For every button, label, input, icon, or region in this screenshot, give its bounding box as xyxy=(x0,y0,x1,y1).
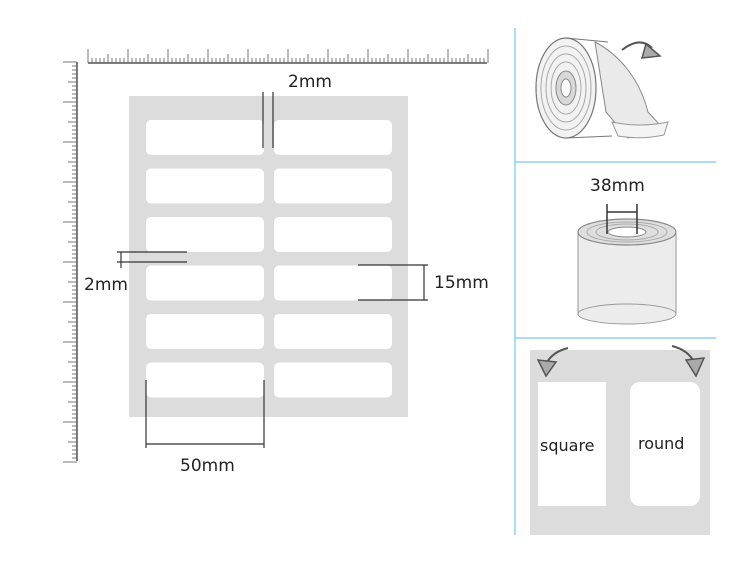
label-cell xyxy=(146,217,264,252)
label-cell xyxy=(274,362,392,398)
ruler-horizontal xyxy=(87,49,489,64)
gap-left-label: 2mm xyxy=(84,275,128,295)
label-height-label: 15mm xyxy=(434,273,489,293)
label-cell xyxy=(274,265,392,301)
label-cell xyxy=(274,120,392,155)
roll-width-label: 38mm xyxy=(590,176,645,196)
dim-gap-left xyxy=(117,251,187,268)
dim-label-height xyxy=(358,264,428,301)
label-roll-icon xyxy=(535,37,669,139)
labels-grid xyxy=(146,120,392,398)
square-label xyxy=(538,382,606,506)
label-cell xyxy=(146,120,264,155)
label-cell xyxy=(146,362,264,398)
roll-core-icon xyxy=(577,218,677,325)
arrow-curved-icon xyxy=(621,41,662,59)
dim-gap-top xyxy=(262,92,274,148)
square-text: square xyxy=(540,436,595,455)
label-width-label: 50mm xyxy=(180,456,235,476)
arrow-left-icon xyxy=(536,347,569,378)
dim-roll-width xyxy=(606,204,638,234)
ruler-vertical xyxy=(63,61,78,463)
label-cell xyxy=(146,265,264,301)
dim-label-width xyxy=(145,380,265,448)
round-text: round xyxy=(638,434,685,453)
panel-dividers xyxy=(514,28,716,535)
arrow-right-icon xyxy=(671,345,706,378)
label-cell xyxy=(146,314,264,349)
label-cell xyxy=(274,314,392,349)
label-cell xyxy=(274,217,392,252)
label-cell xyxy=(146,168,264,204)
gap-top-label: 2mm xyxy=(288,72,332,92)
label-cell xyxy=(274,168,392,204)
round-label xyxy=(630,382,700,506)
